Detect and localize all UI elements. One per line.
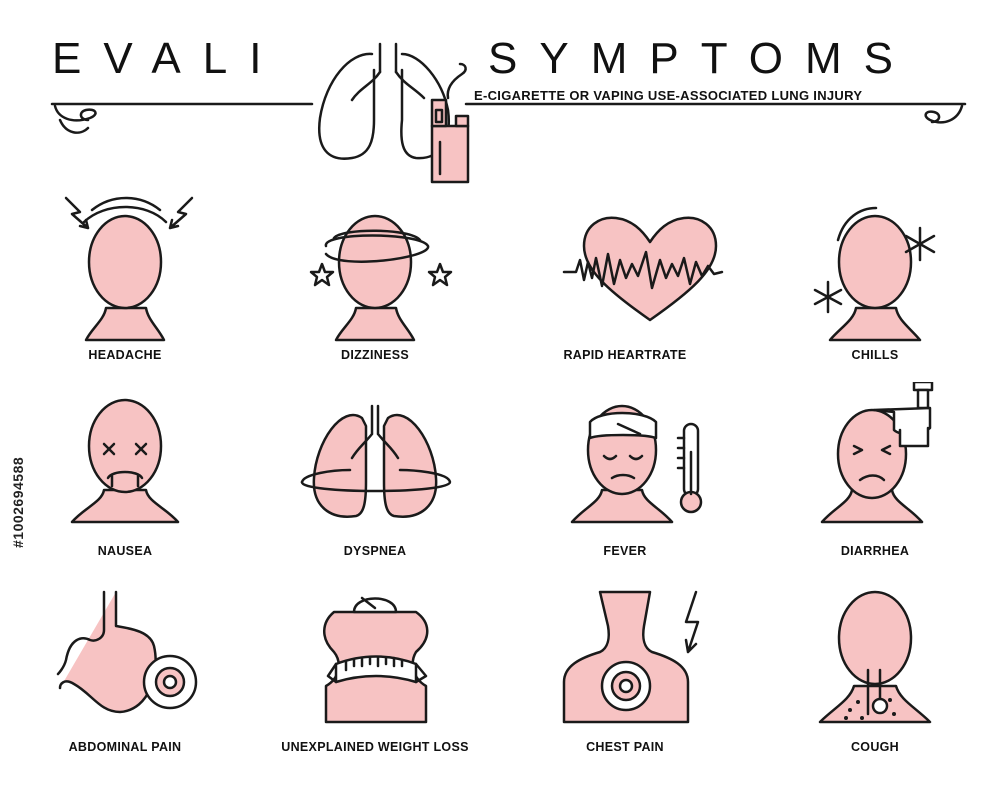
lungs-icon (300, 404, 452, 518)
symptom-label: DYSPNEA (343, 544, 407, 558)
symptom-label: NAUSEA (97, 544, 153, 558)
fever-icon (570, 404, 703, 524)
symptom-headache: HEADACHE (0, 180, 250, 380)
toilet-icon (872, 382, 934, 448)
symptom-label: ABDOMINAL PAIN (68, 740, 182, 754)
stomach-icon (56, 590, 198, 714)
symptom-nausea: NAUSEA (0, 382, 250, 582)
symptom-dizziness: DIZZINESS (250, 180, 500, 380)
symptom-label: CHILLS (851, 348, 899, 362)
symptom-rapid-heartrate: RAPID HEARTRATE (500, 180, 750, 380)
symptom-diarrhea: DIARRHEA (750, 382, 1000, 582)
symptom-label: COUGH (850, 740, 900, 754)
headache-icon (64, 196, 194, 342)
symptom-label: RAPID HEARTRATE (563, 348, 687, 362)
symptom-fever: FEVER (500, 382, 750, 582)
symptom-label: DIZZINESS (341, 348, 409, 362)
symptom-dyspnea: DYSPNEA (250, 382, 500, 582)
chills-icon (813, 206, 936, 342)
weight-loss-icon (323, 596, 429, 724)
title-evali: EVALI (52, 34, 284, 83)
symptom-abdominal-pain: ABDOMINAL PAIN (0, 582, 250, 782)
left-flourish (53, 104, 97, 122)
symptom-label: HEADACHE (88, 348, 162, 362)
snowflake-icon (813, 226, 936, 314)
right-flourish (924, 104, 964, 124)
symptom-label: UNEXPLAINED WEIGHT LOSS (281, 740, 469, 754)
symptom-chills: CHILLS (750, 180, 1000, 380)
diarrhea-icon (820, 382, 934, 524)
header-vape-icon (430, 62, 470, 184)
symptom-weight-loss: UNEXPLAINED WEIGHT LOSS (250, 582, 500, 782)
chest-pain-icon (562, 590, 700, 724)
symptom-chest-pain: CHEST PAIN (500, 582, 750, 782)
cough-icon (818, 590, 932, 724)
symptom-label: FEVER (603, 544, 647, 558)
symptom-cough: COUGH (750, 582, 1000, 782)
symptom-label: CHEST PAIN (586, 740, 664, 754)
dizziness-icon (309, 214, 453, 342)
nausea-icon (70, 398, 180, 524)
header-decoration (50, 42, 967, 184)
symptom-label: DIARRHEA (840, 544, 910, 558)
title-symptoms: SYMPTOMS (488, 34, 916, 83)
subtitle: E-CIGARETTE OR VAPING USE-ASSOCIATED LUN… (474, 88, 863, 103)
header-lungs-icon (318, 42, 450, 160)
heart-icon (562, 216, 724, 322)
